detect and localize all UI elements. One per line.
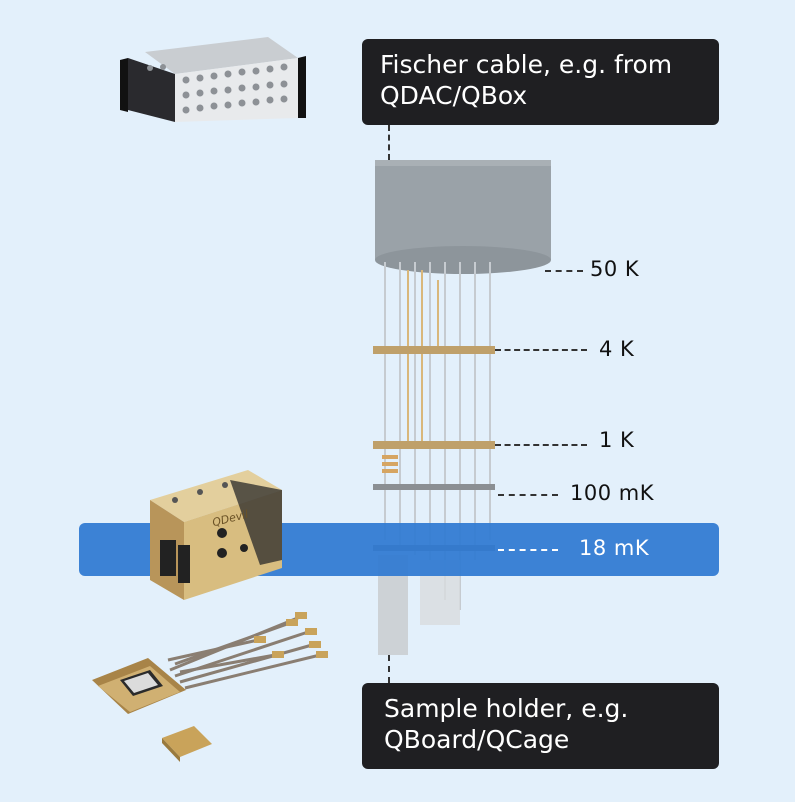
top-box-connector [388,125,390,160]
fischer-cable-label: Fischer cable, e.g. from QDAC/QBox [362,39,719,125]
stage-label-1k: 1 K [599,428,635,452]
dash-18mk [498,549,558,551]
dash-4k [495,349,587,351]
stage-label-100mk: 100 mK [570,481,654,505]
sample-holder-label-line2: QBoard/QCage [384,725,570,754]
stage-label-4k: 4 K [599,337,635,361]
fischer-cable-label-line2: QDAC/QBox [380,81,528,110]
sample-holder-label: Sample holder, e.g. QBoard/QCage [362,683,719,769]
bottom-box-connector [388,655,390,683]
fischer-cable-label-line1: Fischer cable, e.g. from [380,50,673,79]
sample-holder-label-line1: Sample holder, e.g. [384,694,629,723]
stage-label-18mk: 18 mK [579,536,650,560]
dash-1k [495,444,587,446]
stage-label-50k: 50 K [590,257,640,281]
dash-50k [545,270,583,272]
dash-100mk [498,494,558,496]
